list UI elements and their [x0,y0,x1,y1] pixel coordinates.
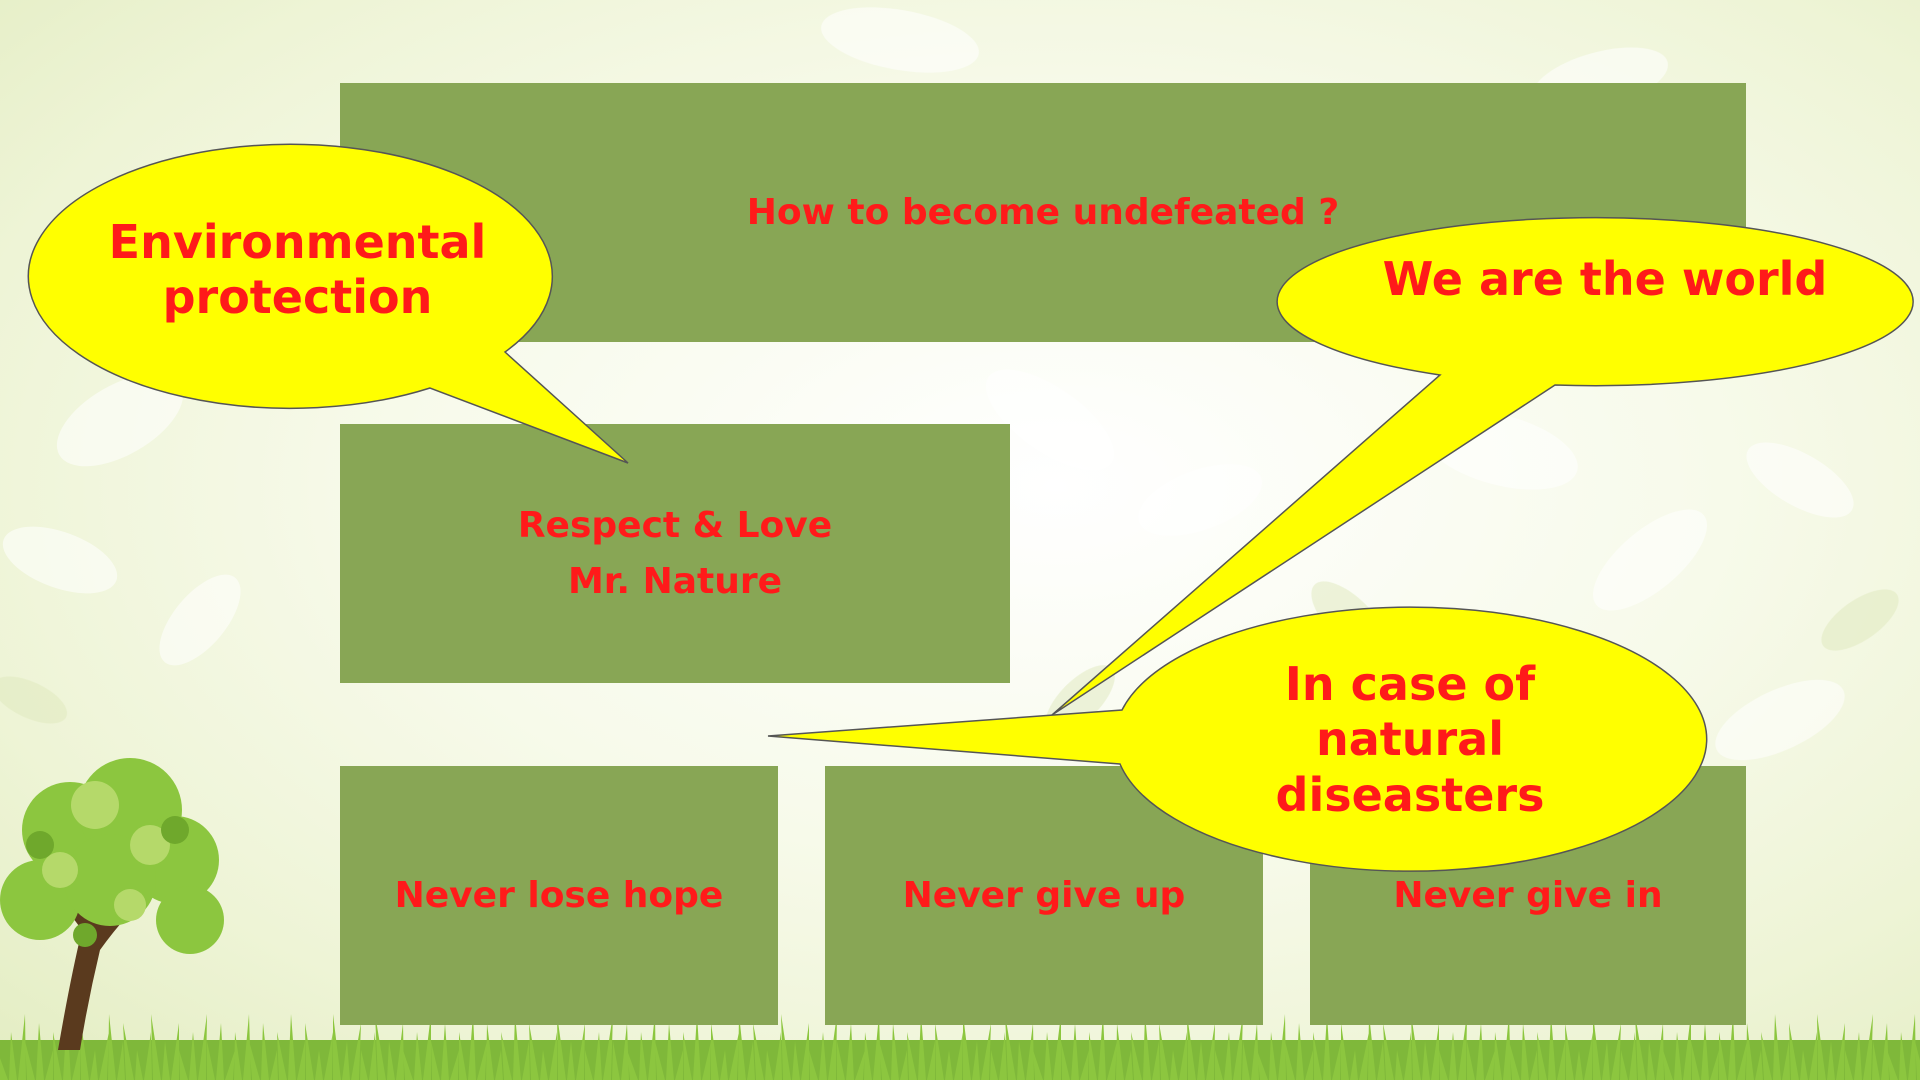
callout-environmental-text: Environmental protection [108,214,487,324]
middle-box: Respect & Love Mr. Nature [340,424,1010,683]
callout-disasters-text: In case of natural diseasters [1275,657,1545,822]
callout-world-shape [1051,216,1914,716]
title-box-label: How to become undefeated ? [746,191,1340,233]
callout-disasters-shape [767,606,1708,872]
bottom-box-3-label: Never give in [1393,874,1663,916]
bottom-box-1: Never lose hope [340,766,778,1025]
middle-box-label: Respect & Love Mr. Nature [517,504,833,602]
bottom-box-1-label: Never lose hope [394,874,724,916]
bottom-box-2-label: Never give up [902,874,1186,916]
callout-world-text: We are the world [1382,252,1828,307]
callout-environmental-shape [27,143,629,464]
